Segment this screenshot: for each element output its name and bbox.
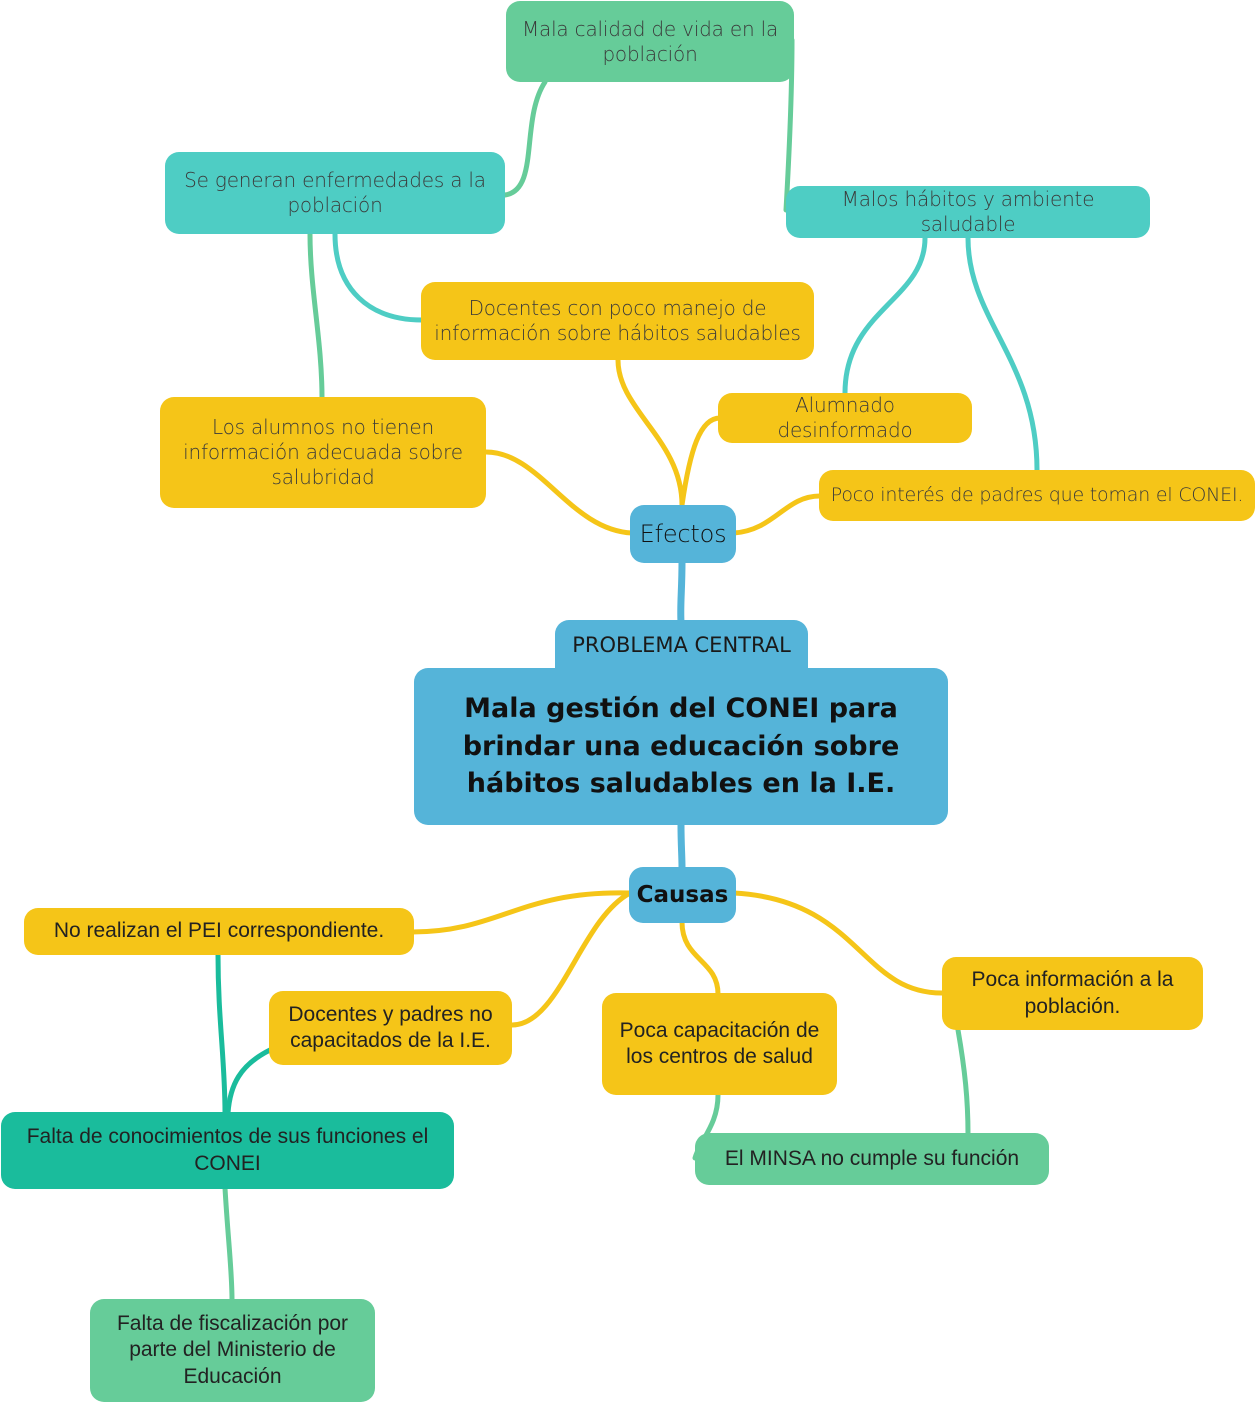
connector-causas-docentes <box>509 890 633 1028</box>
effects-hub[interactable]: Efectos <box>630 505 736 563</box>
connector-efectos-interes <box>731 493 823 536</box>
node-alumnos-sin-informacion[interactable]: Los alumnos no tienen información adecua… <box>160 397 486 508</box>
hub-label: Causas <box>636 881 729 908</box>
node-poca-capacitacion[interactable]: Poca capacitación de los centros de salu… <box>602 993 837 1095</box>
node-poca-informacion[interactable]: Poca información a la población. <box>942 957 1203 1030</box>
connector-alumnos-enfermedades <box>307 231 325 401</box>
node-label: Alumnado desinformado <box>777 393 913 442</box>
node-label: Los alumnos no tienen información adecua… <box>183 415 463 489</box>
node-label: Falta de conocimientos de sus funciones … <box>26 1125 429 1175</box>
node-label: Poca capacitación de los centros de salu… <box>619 1018 820 1068</box>
central-problem-title: PROBLEMA CENTRAL <box>555 620 808 670</box>
node-enfermedades[interactable]: Se generan enfermedades a la población <box>165 152 505 234</box>
connector-conocimientos-fiscalizacion <box>222 1185 235 1303</box>
hub-label: Efectos <box>639 520 727 548</box>
connector-pei-conocimientos <box>215 951 228 1116</box>
node-label: Docentes y padres no capacitados de la I… <box>288 1002 493 1052</box>
connector-efectos-central <box>677 558 686 626</box>
node-label: No realizan el PEI correspondiente. <box>53 919 385 943</box>
connector-informacion-minsa <box>955 1027 971 1137</box>
connector-efectos-alumnado <box>679 415 723 508</box>
connector-alumnado-malos <box>842 235 928 396</box>
central-problem[interactable]: Mala gestión del CONEI para brindar una … <box>414 668 948 825</box>
node-falta-conocimientos[interactable]: Falta de conocimientos de sus funciones … <box>1 1112 454 1189</box>
node-label: Malos hábitos y ambiente saludable <box>841 187 1095 236</box>
node-label: Se generan enfermedades a la población <box>184 168 486 217</box>
node-mala-calidad-vida[interactable]: Mala calidad de vida en la población <box>506 1 794 82</box>
connector-efectos-alumnos <box>483 449 635 536</box>
node-falta-fiscalizacion[interactable]: Falta de fiscalización por parte del Min… <box>90 1299 375 1402</box>
central-title-label: PROBLEMA CENTRAL <box>572 632 791 657</box>
node-alumnado-desinformado[interactable]: Alumnado desinformado <box>718 393 972 443</box>
connector-causas-capacitacion <box>679 919 721 997</box>
connector-enfermedades-mala <box>502 79 548 198</box>
node-minsa[interactable]: El MINSA no cumple su función <box>695 1133 1049 1185</box>
node-malos-habitos[interactable]: Malos hábitos y ambiente saludable <box>786 186 1150 238</box>
node-label: Docentes con poco manejo de información … <box>434 296 801 345</box>
causes-hub[interactable]: Causas <box>629 867 736 923</box>
connector-causas-informacion <box>731 890 945 996</box>
connector-docentes-conocimientos <box>225 1047 273 1116</box>
central-problem-text: Mala gestión del CONEI para brindar una … <box>462 692 900 800</box>
connector-efectos-docentes <box>615 357 685 508</box>
node-label: El MINSA no cumple su función <box>724 1146 1020 1170</box>
node-label: Poca información a la población. <box>971 968 1174 1018</box>
node-docentes-padres[interactable]: Docentes y padres no capacitados de la I… <box>269 991 512 1065</box>
node-label: Falta de fiscalización por parte del Min… <box>116 1312 349 1388</box>
node-poco-interes-padres[interactable]: Poco interés de padres que toman el CONE… <box>819 470 1255 521</box>
node-label: Mala calidad de vida en la población <box>521 16 779 66</box>
node-no-pei[interactable]: No realizan el PEI correspondiente. <box>24 908 414 955</box>
node-docentes-poco-manejo[interactable]: Docentes con poco manejo de información … <box>421 282 814 360</box>
connector-docentes-enfermedades <box>332 231 425 323</box>
node-label: Poco interés de padres que toman el CONE… <box>830 483 1244 506</box>
connector-causas-pei <box>409 890 633 935</box>
connector-central-causas <box>677 821 686 872</box>
connector-interes-malos <box>965 235 1040 473</box>
